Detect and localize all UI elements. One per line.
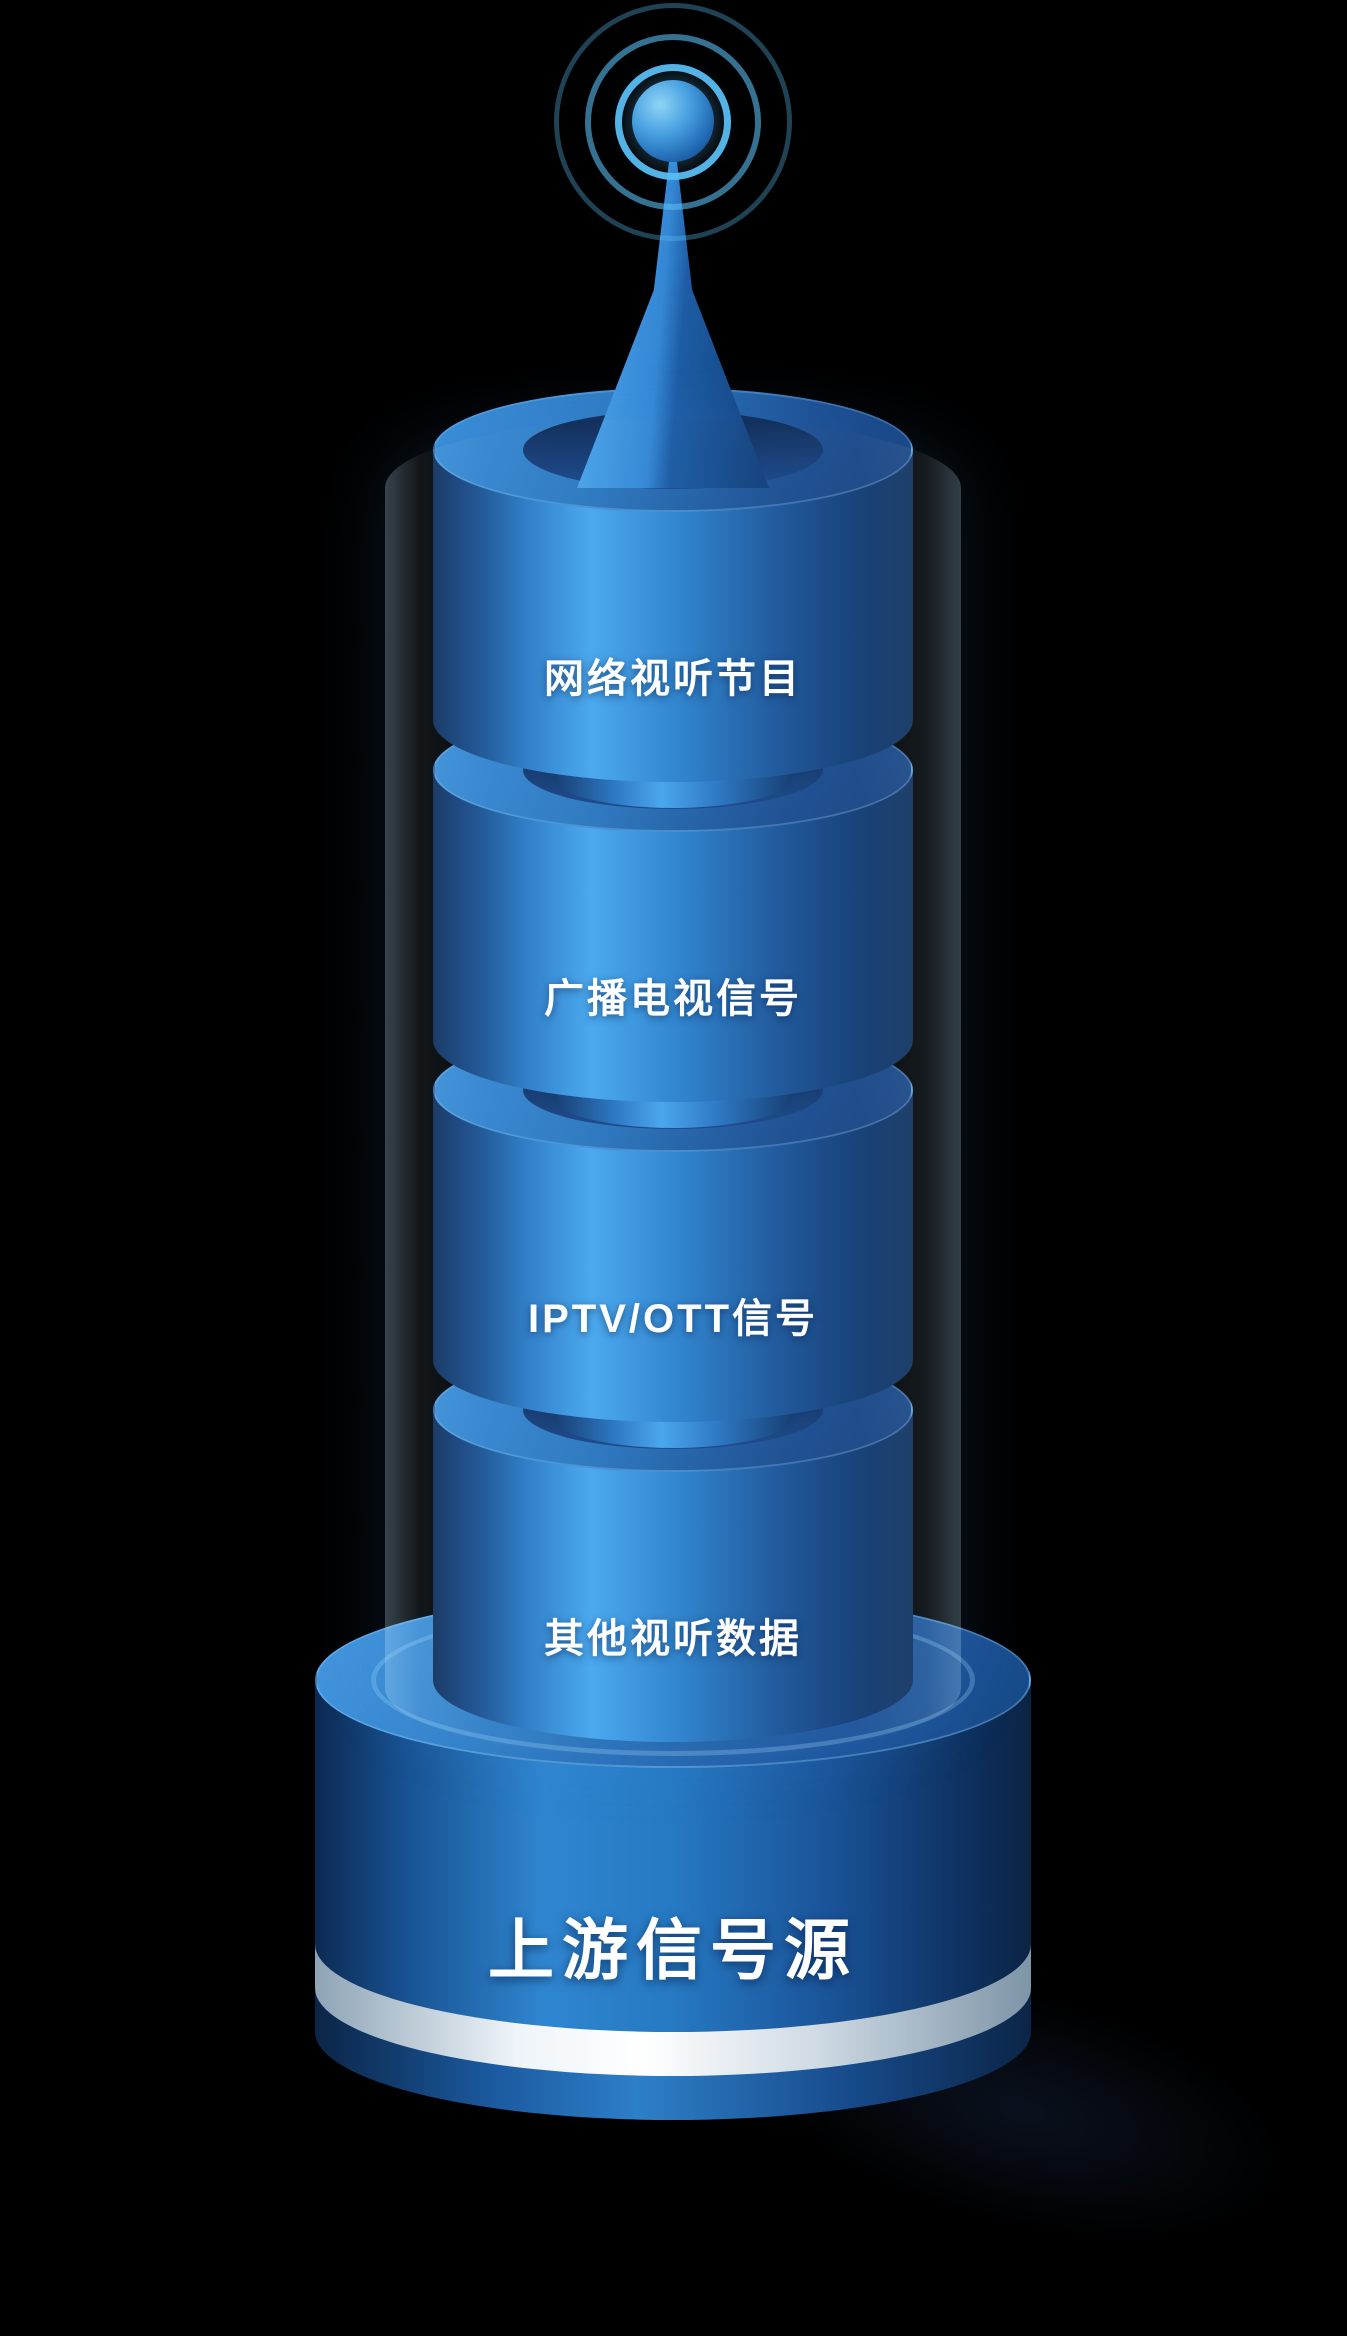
segment-1-label: 网络视听节目 xyxy=(544,657,802,701)
segment-4-label: 其他视听数据 xyxy=(544,1617,802,1661)
base-label: 上游信号源 xyxy=(488,1913,858,1987)
segment-2-label: 广播电视信号 xyxy=(544,977,802,1021)
segment-3-label: IPTV/OTT信号 xyxy=(528,1297,818,1341)
signal-wave-outer-ring-icon xyxy=(554,3,792,241)
